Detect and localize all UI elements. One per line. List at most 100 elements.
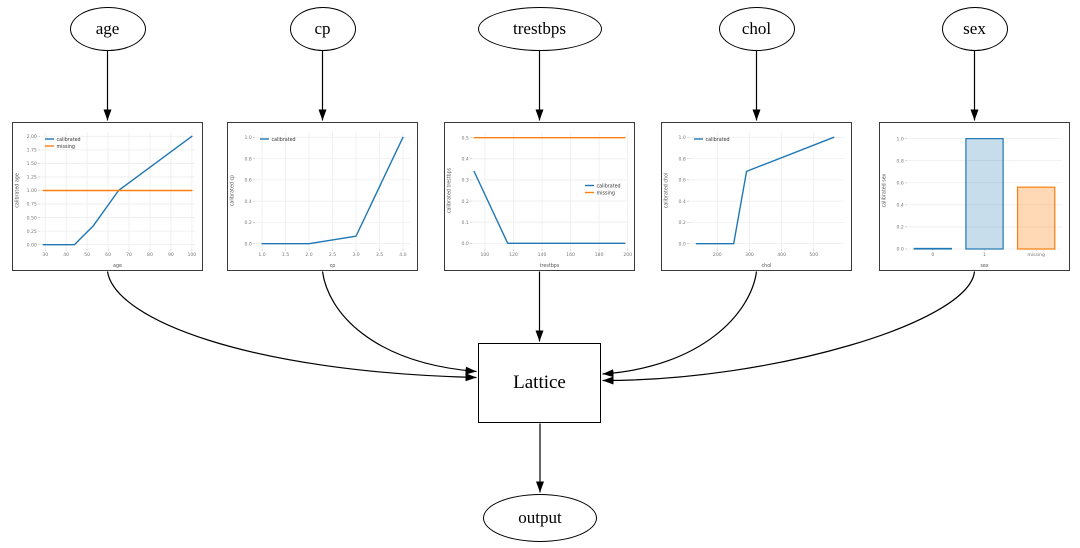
edge-cp-to-lattice: [321, 271, 477, 375]
calibration-chart-chol: 0.0 0.2 0.4 0.6 0.8 1.0 200 300 400 500 chol calibr…: [664, 132, 844, 269]
svg-text:50: 50: [84, 252, 90, 258]
svg-text:calibrated: calibrated: [57, 137, 81, 143]
svg-text:0.0: 0.0: [461, 241, 468, 247]
svg-text:0.6: 0.6: [896, 180, 903, 186]
svg-text:trestbps: trestbps: [540, 263, 560, 269]
svg-text:0.4: 0.4: [244, 199, 251, 205]
calibration-chart-sex: 0.0 0.2 0.4 0.6 0.8 1.0 0 1 missing sex calibrated…: [882, 136, 1062, 269]
svg-text:0.1: 0.1: [461, 220, 468, 226]
svg-text:0.8: 0.8: [244, 156, 251, 162]
svg-text:calibrated: calibrated: [706, 137, 730, 143]
svg-text:0.75: 0.75: [27, 202, 37, 208]
svg-text:0.0: 0.0: [678, 241, 685, 247]
svg-text:400: 400: [777, 252, 786, 258]
svg-text:1.5: 1.5: [282, 252, 289, 258]
svg-text:1.0: 1.0: [896, 136, 903, 142]
svg-text:2.00: 2.00: [27, 134, 37, 140]
calibrator-plot-sex: 0.0 0.2 0.4 0.6 0.8 1.0 0 1 missing sex calibrated…: [879, 122, 1070, 271]
svg-text:1.25: 1.25: [27, 175, 37, 181]
svg-text:missing: missing: [57, 144, 75, 150]
svg-text:0.2: 0.2: [461, 199, 468, 205]
svg-text:0.8: 0.8: [896, 158, 903, 164]
calibrator-plot-cp: 0.0 0.2 0.4 0.6 0.8 1.0 1.0 1.5 2.0 2.5 3.0 3.5 4.0 c…: [227, 122, 418, 271]
input-node-sex: sex: [941, 7, 1008, 51]
input-node-age: age: [69, 7, 146, 51]
svg-text:1.0: 1.0: [678, 135, 685, 141]
input-node-cp: cp: [289, 7, 356, 51]
svg-text:missing: missing: [1027, 252, 1045, 258]
svg-text:120: 120: [509, 252, 518, 258]
svg-text:3.5: 3.5: [376, 252, 383, 258]
svg-text:500: 500: [809, 252, 818, 258]
svg-text:0.4: 0.4: [678, 199, 685, 205]
svg-text:4.0: 4.0: [399, 252, 406, 258]
svg-text:calibrated sex: calibrated sex: [882, 173, 888, 207]
edge-age-to-lattice: [106, 271, 477, 382]
svg-text:1.0: 1.0: [244, 135, 251, 141]
input-node-trestbps-label: trestbps: [513, 19, 566, 38]
lattice-node-label: Lattice: [513, 372, 566, 393]
svg-text:cp: cp: [330, 264, 336, 269]
output-node: output: [483, 494, 597, 542]
svg-text:80: 80: [147, 252, 153, 258]
svg-text:0.25: 0.25: [27, 229, 37, 235]
svg-text:0.6: 0.6: [244, 178, 251, 184]
input-node-chol: chol: [718, 7, 795, 51]
svg-text:0.0: 0.0: [896, 247, 903, 253]
svg-text:0.00: 0.00: [27, 242, 37, 248]
input-node-chol-label: chol: [741, 19, 772, 38]
svg-text:0.2: 0.2: [896, 225, 903, 231]
svg-text:0.50: 0.50: [27, 215, 37, 221]
svg-text:2.0: 2.0: [305, 252, 312, 258]
svg-text:60: 60: [105, 252, 111, 258]
svg-text:0.5: 0.5: [461, 135, 468, 141]
svg-text:200: 200: [713, 252, 722, 258]
svg-text:0: 0: [931, 252, 934, 258]
svg-text:age: age: [113, 264, 122, 269]
svg-text:30: 30: [42, 252, 48, 258]
svg-text:0.4: 0.4: [896, 203, 903, 209]
calibration-chart-cp: 0.0 0.2 0.4 0.6 0.8 1.0 1.0 1.5 2.0 2.5 3.0 3.5 4.0 c…: [230, 132, 410, 269]
svg-text:140: 140: [538, 252, 547, 258]
svg-text:0.2: 0.2: [678, 220, 685, 226]
svg-text:100: 100: [480, 252, 489, 258]
svg-text:300: 300: [745, 252, 754, 258]
input-node-cp-label: cp: [314, 19, 331, 38]
svg-text:0.0: 0.0: [244, 241, 251, 247]
svg-text:0.2: 0.2: [244, 220, 251, 226]
svg-text:calibrated chol: calibrated chol: [664, 173, 670, 209]
svg-text:0.6: 0.6: [678, 178, 685, 184]
svg-text:160: 160: [566, 252, 575, 258]
svg-text:180: 180: [595, 252, 604, 258]
input-node-age-label: age: [95, 19, 120, 38]
svg-text:chol: chol: [762, 263, 772, 269]
svg-text:calibrated trestbps: calibrated trestbps: [447, 167, 453, 213]
svg-text:1.0: 1.0: [258, 252, 265, 258]
lattice-node: Lattice: [478, 343, 601, 423]
edge-sex-to-lattice: [602, 271, 976, 385]
svg-text:calibrated age: calibrated age: [15, 173, 21, 208]
svg-text:3.0: 3.0: [352, 252, 359, 258]
svg-text:calibrated: calibrated: [597, 183, 621, 189]
svg-text:100: 100: [187, 252, 196, 258]
svg-text:2.5: 2.5: [329, 252, 336, 258]
calibrator-plot-chol: 0.0 0.2 0.4 0.6 0.8 1.0 200 300 400 500 chol calibr…: [661, 122, 852, 271]
svg-text:0.4: 0.4: [461, 157, 468, 163]
input-node-sex-label: sex: [963, 19, 986, 38]
svg-text:1.50: 1.50: [27, 161, 37, 167]
svg-text:1.75: 1.75: [27, 148, 37, 154]
svg-text:90: 90: [168, 252, 174, 258]
svg-text:calibrated cp: calibrated cp: [230, 175, 236, 206]
svg-text:1: 1: [983, 252, 986, 258]
svg-text:0.8: 0.8: [678, 156, 685, 162]
svg-text:200: 200: [623, 252, 632, 258]
svg-text:missing: missing: [597, 190, 615, 196]
svg-text:sex: sex: [980, 264, 988, 269]
edge-chol-to-lattice: [602, 271, 758, 378]
